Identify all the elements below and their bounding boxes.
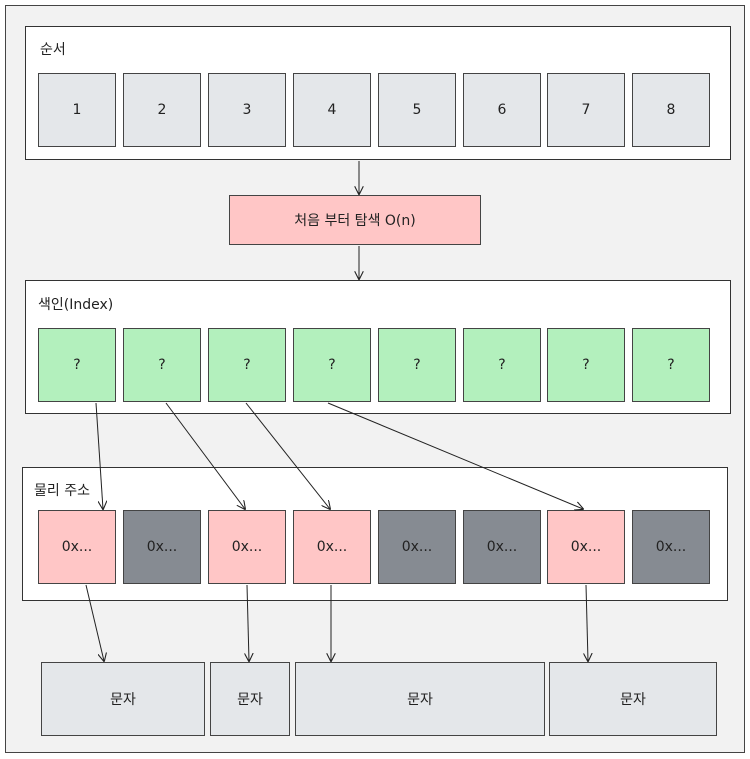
character-block: 문자: [41, 662, 205, 736]
address-cell-used: 0x...: [38, 510, 116, 584]
address-cell-free: 0x...: [632, 510, 710, 584]
order-cell: 4: [293, 73, 371, 147]
index-cell: ?: [378, 328, 456, 402]
index-cell: ?: [208, 328, 286, 402]
character-block: 문자: [210, 662, 290, 736]
address-cell-used: 0x...: [547, 510, 625, 584]
address-cell-used: 0x...: [208, 510, 286, 584]
order-cell: 7: [547, 73, 625, 147]
address-cell-free: 0x...: [123, 510, 201, 584]
index-cell: ?: [38, 328, 116, 402]
order-cell: 3: [208, 73, 286, 147]
index-panel-title: 색인(Index): [38, 297, 114, 313]
index-cell: ?: [547, 328, 625, 402]
order-cell: 5: [378, 73, 456, 147]
sequential-search-box: 처음 부터 탐색 O(n): [229, 195, 481, 245]
index-cell: ?: [293, 328, 371, 402]
address-cell-free: 0x...: [378, 510, 456, 584]
address-panel-title: 물리 주소: [34, 483, 90, 499]
address-cell-free: 0x...: [463, 510, 541, 584]
index-cell: ?: [463, 328, 541, 402]
order-panel-title: 순서: [40, 42, 66, 58]
order-cell: 2: [123, 73, 201, 147]
character-block: 문자: [549, 662, 717, 736]
index-cell: ?: [123, 328, 201, 402]
address-cell-used: 0x...: [293, 510, 371, 584]
index-cell: ?: [632, 328, 710, 402]
character-block: 문자: [295, 662, 545, 736]
order-cell: 6: [463, 73, 541, 147]
order-cell: 1: [38, 73, 116, 147]
order-cell: 8: [632, 73, 710, 147]
